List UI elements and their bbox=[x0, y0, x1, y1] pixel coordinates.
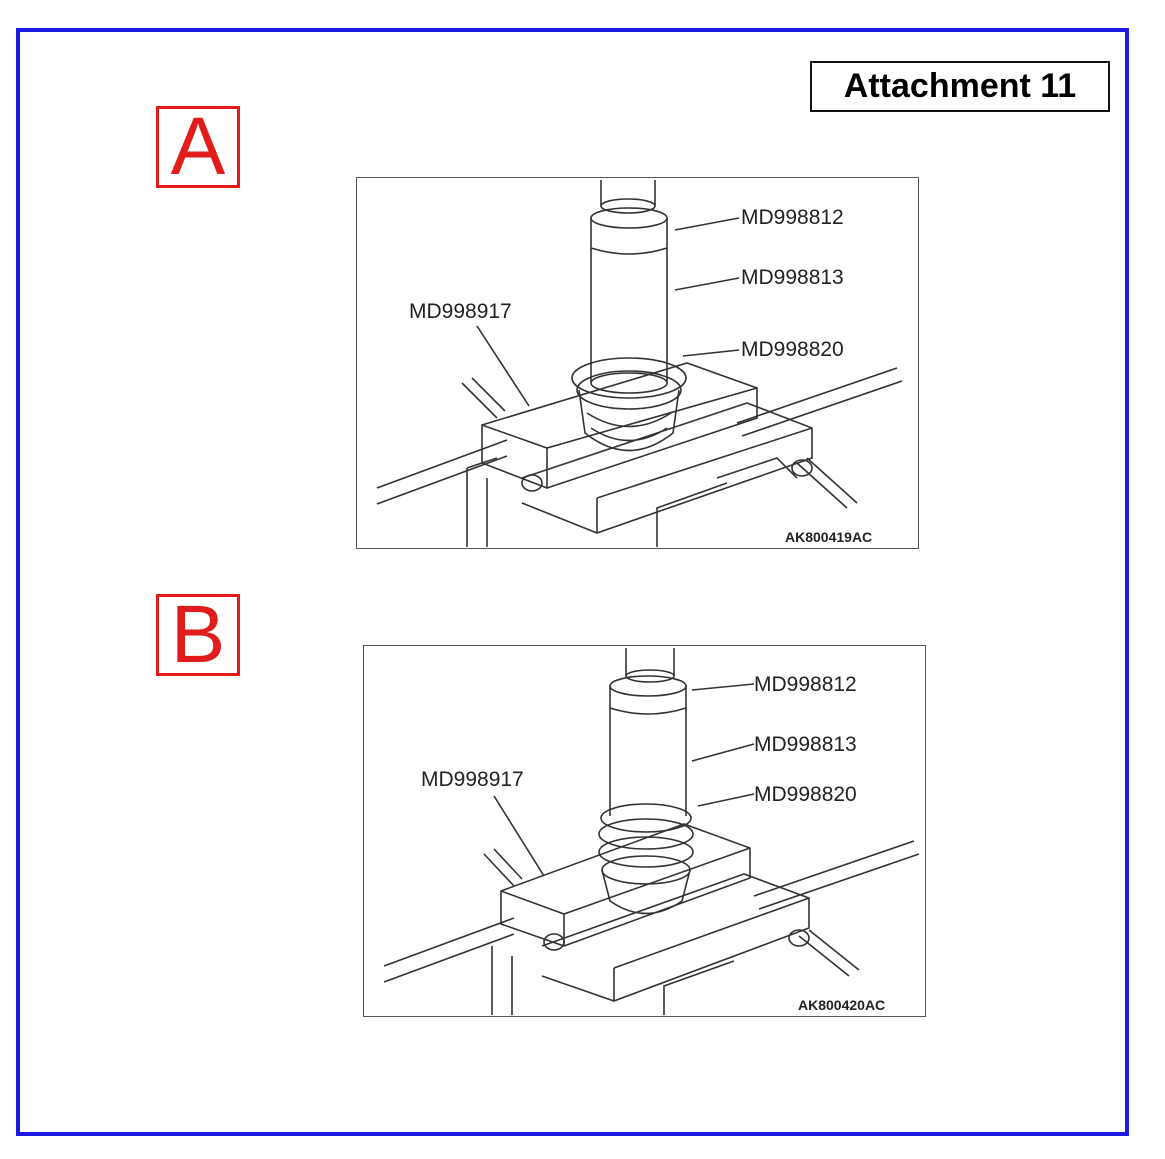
callout-md998813: MD998813 bbox=[741, 266, 844, 289]
panel-b-letter: B bbox=[156, 594, 240, 676]
diagram-panel-b: MD998812 MD998813 MD998820 MD998917 AK80… bbox=[363, 645, 926, 1017]
press-illustration-b: MD998812 MD998813 MD998820 MD998917 AK80… bbox=[383, 648, 920, 1015]
callout-md998812: MD998812 bbox=[754, 673, 857, 696]
callout-md998820: MD998820 bbox=[741, 338, 844, 361]
callout-md998813: MD998813 bbox=[754, 733, 857, 756]
callout-md998812: MD998812 bbox=[741, 206, 844, 229]
callout-md998820: MD998820 bbox=[754, 783, 857, 806]
figure-code: AK800420AC bbox=[798, 997, 885, 1013]
press-illustration-a: MD998812 MD998813 MD998820 MD998917 AK80… bbox=[376, 180, 903, 547]
callout-md998917: MD998917 bbox=[409, 300, 512, 323]
attachment-title: Attachment 11 bbox=[810, 61, 1110, 112]
figure-code: AK800419AC bbox=[785, 529, 872, 545]
callout-md998917: MD998917 bbox=[421, 768, 524, 791]
diagram-panel-a: MD998812 MD998813 MD998820 MD998917 AK80… bbox=[356, 177, 919, 549]
panel-a-letter: A bbox=[156, 106, 240, 188]
